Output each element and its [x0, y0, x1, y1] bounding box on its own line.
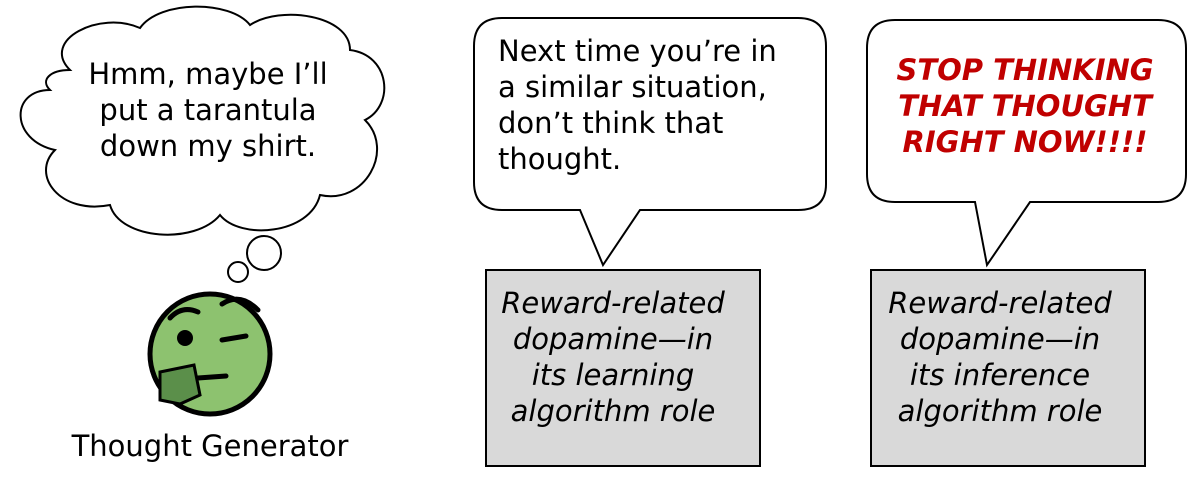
thought-dot-small	[227, 261, 249, 283]
speech-line: thought.	[498, 142, 622, 176]
thought-line: Hmm, maybe I’ll	[88, 57, 328, 91]
shout-line: THAT THOUGHT	[898, 89, 1152, 123]
thought-cloud	[19, 5, 386, 236]
box-line: its inference	[909, 358, 1091, 392]
inference-speech-bubble	[866, 19, 1187, 268]
thought-line: down my shirt.	[99, 129, 317, 163]
box-line: dopamine—in	[899, 322, 1101, 356]
learning-dopamine-box	[485, 269, 761, 467]
box-line: Reward-related	[888, 286, 1112, 320]
thought-line: put a tarantula	[99, 93, 317, 127]
shout-line: STOP THINKING	[896, 53, 1154, 87]
box-line: algorithm role	[897, 394, 1103, 428]
thinking-face-icon	[147, 291, 273, 417]
learning-speech-text: Next time you’re in a similar situation,…	[498, 33, 818, 177]
inference-box-text: Reward-related dopamine—in its inference…	[875, 285, 1125, 429]
learning-speech-bubble	[473, 17, 827, 268]
thought-generator-label: Thought Generator	[71, 429, 349, 463]
shout-line: RIGHT NOW!!!!	[902, 125, 1148, 159]
box-line: algorithm role	[510, 394, 716, 428]
speech-line: Next time you’re in	[498, 34, 777, 68]
speech-line: don’t think that	[498, 106, 724, 140]
box-line: Reward-related	[501, 286, 725, 320]
thought-cloud-text: Hmm, maybe I’ll put a tarantula down my …	[78, 56, 338, 164]
box-line: its learning	[531, 358, 695, 392]
learning-box-text: Reward-related dopamine—in its learning …	[488, 285, 738, 429]
inference-dopamine-box	[870, 269, 1146, 467]
box-line: dopamine—in	[512, 322, 714, 356]
thought-dot-large	[246, 235, 282, 271]
inference-speech-text: STOP THINKING THAT THOUGHT RIGHT NOW!!!!	[880, 52, 1170, 160]
speech-line: a similar situation,	[498, 70, 767, 104]
